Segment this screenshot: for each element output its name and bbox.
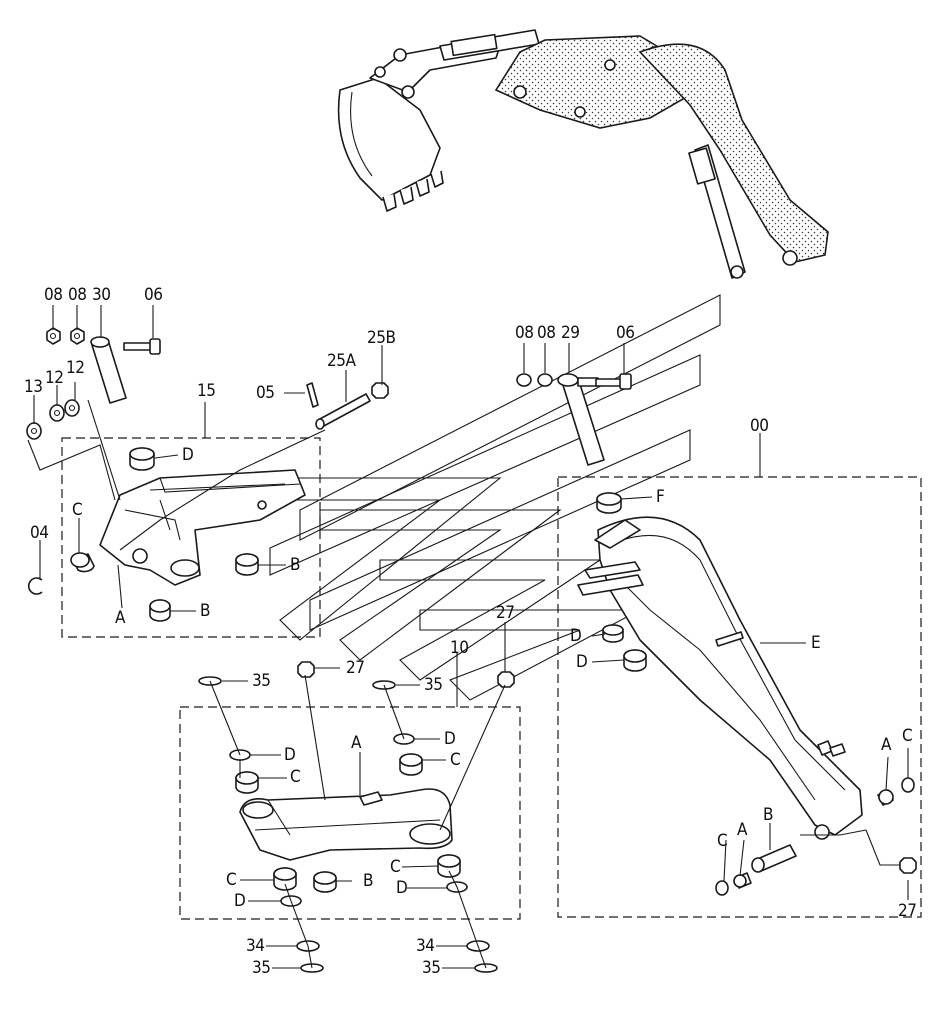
- callout-27: 27: [346, 658, 365, 678]
- callout-12: 12: [45, 368, 64, 388]
- callout-25b: 25B: [367, 328, 396, 348]
- callout-c: C: [902, 726, 913, 746]
- callout-00: 00: [750, 416, 769, 436]
- callout-c: C: [717, 831, 728, 851]
- callout-13: 13: [24, 377, 43, 397]
- callout-10: 10: [450, 638, 469, 658]
- callout-b: B: [363, 871, 374, 891]
- callout-c: C: [390, 857, 401, 877]
- callout-35: 35: [422, 958, 441, 978]
- callout-08: 08: [537, 323, 556, 343]
- bushings-15: [70, 447, 259, 622]
- callout-05: 05: [256, 383, 275, 403]
- pin-29-fasteners: [516, 373, 632, 466]
- group-10-box: [179, 706, 521, 920]
- callout-12: 12: [66, 358, 85, 378]
- bushings-10: [198, 661, 515, 973]
- callout-08: 08: [515, 323, 534, 343]
- callout-30: 30: [92, 285, 111, 305]
- callout-c: C: [450, 750, 461, 770]
- callout-27: 27: [898, 901, 917, 921]
- callout-d: D: [284, 745, 296, 765]
- callout-c: C: [72, 500, 83, 520]
- overview-attachment: [337, 29, 829, 279]
- callout-29: 29: [561, 323, 580, 343]
- callout-a: A: [737, 820, 747, 840]
- callout-15: 15: [197, 381, 216, 401]
- callout-04: 04: [30, 523, 49, 543]
- callout-06: 06: [144, 285, 163, 305]
- callout-06: 06: [616, 323, 635, 343]
- group-00-box: [557, 476, 922, 918]
- callout-35: 35: [252, 671, 271, 691]
- callout-d: D: [396, 878, 408, 898]
- link-10: [239, 788, 453, 861]
- callout-d: D: [576, 652, 588, 672]
- pin-25a-group: [306, 382, 389, 430]
- callout-27: 27: [496, 603, 515, 623]
- leader-lines: [27, 305, 909, 969]
- callout-25a: 25A: [327, 351, 356, 371]
- group-15-box: [61, 437, 321, 638]
- callout-a: A: [351, 733, 361, 753]
- callout-f: F: [656, 487, 665, 507]
- callout-d: D: [444, 729, 456, 749]
- callout-d: D: [570, 626, 582, 646]
- callout-a: A: [115, 608, 125, 628]
- pin-30-fasteners: [26, 327, 161, 595]
- callout-d: D: [234, 891, 246, 911]
- callout-d: D: [182, 445, 194, 465]
- callout-34: 34: [246, 936, 265, 956]
- callout-b: B: [200, 601, 211, 621]
- boom-00: [577, 516, 863, 840]
- callout-34: 34: [416, 936, 435, 956]
- callout-c: C: [226, 870, 237, 890]
- callout-c: C: [290, 767, 301, 787]
- callout-b: B: [290, 555, 301, 575]
- callout-e: E: [811, 633, 821, 653]
- arm-bracket-15: [99, 469, 306, 586]
- callout-b: B: [763, 805, 774, 825]
- callout-35: 35: [252, 958, 271, 978]
- callout-a: A: [881, 735, 891, 755]
- callout-08: 08: [44, 285, 63, 305]
- callout-35: 35: [424, 675, 443, 695]
- callout-08: 08: [68, 285, 87, 305]
